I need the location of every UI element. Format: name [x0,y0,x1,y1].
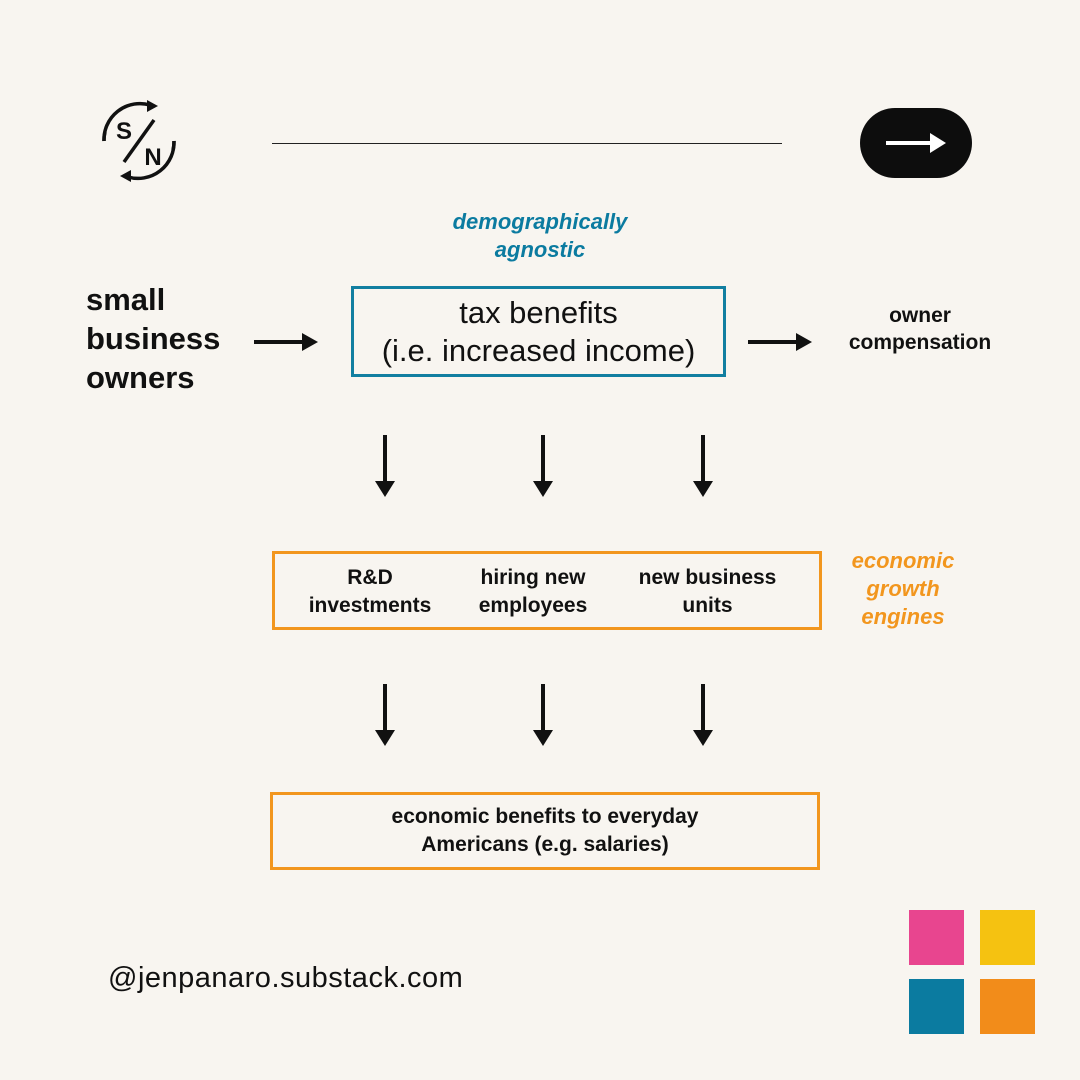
owner-compensation-label: owner compensation [848,304,992,354]
orange-swatch [980,979,1035,1034]
demographically-agnostic-note: demographically agnostic [452,209,628,262]
arrow-down-icon [693,684,713,746]
tax-benefits-box: tax benefits (i.e. increased income) [351,286,726,377]
logo-letter-s: S [116,118,132,145]
arrow-right-icon [254,333,318,351]
logo-letter-n: N [144,144,161,171]
economic-growth-engines-note: economic growth engines [851,548,955,629]
engine-rnd: R&D investments [308,566,432,617]
arrow-down-icon [693,435,713,497]
arrow-right-icon [886,133,946,153]
header-divider [272,143,782,144]
engine-new-units: new business units [638,566,777,617]
arrow-down-icon [375,435,395,497]
tax-benefits-title: tax benefits [459,294,618,330]
economic-benefits-box: economic benefits to everyday Americans … [270,792,820,870]
growth-engines-box: R&D investments hiring new employees new… [272,551,822,630]
engine-hiring: hiring new employees [478,566,588,617]
tax-benefits-subtitle: (i.e. increased income) [381,332,696,368]
arrow-right-icon [748,333,812,351]
sn-logo: S N [102,100,176,182]
substack-handle[interactable]: @jenpanaro.substack.com [108,962,464,994]
next-button[interactable] [860,108,972,178]
arrow-down-icon [533,684,553,746]
blue-swatch [909,979,964,1034]
small-business-owners-label: small business owners [86,282,221,395]
arrow-down-icon [375,684,395,746]
arrow-down-icon [533,435,553,497]
yellow-swatch [980,910,1035,965]
pink-swatch [909,910,964,965]
